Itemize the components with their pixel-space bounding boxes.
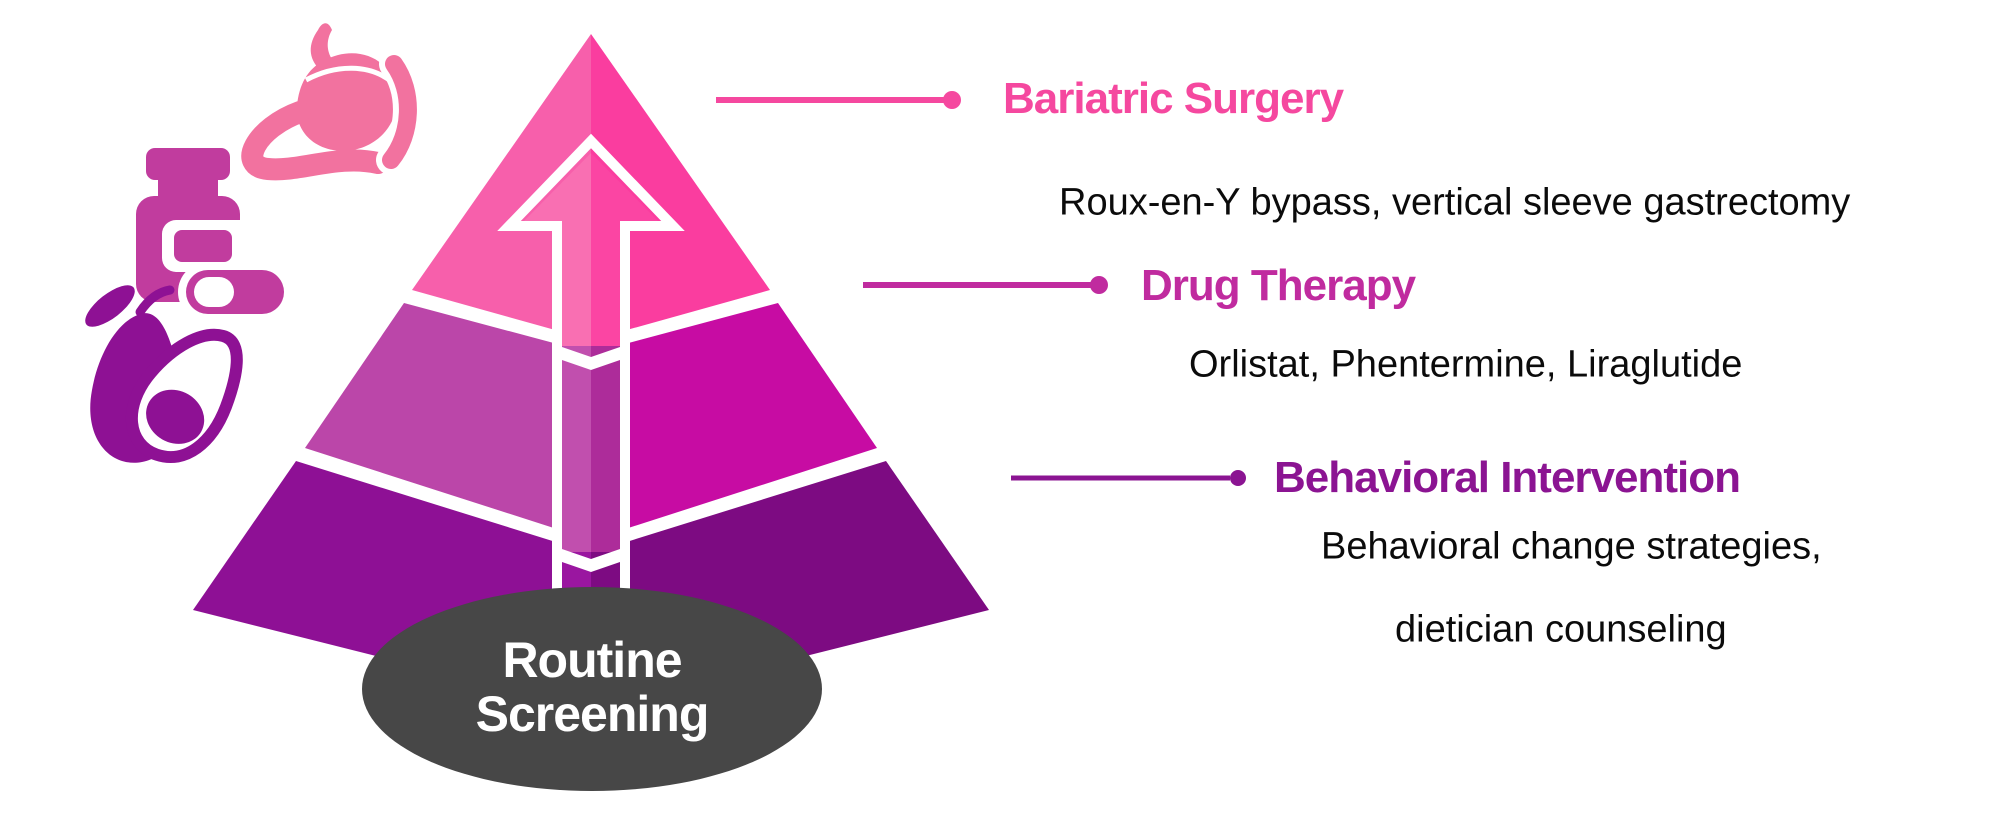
callout-desc-bariatric-surgery: Roux-en-Y bypass, vertical sleeve gastre… xyxy=(1059,181,1851,224)
routine-screening-line1: Routine xyxy=(502,632,682,688)
callout-line-bariatric xyxy=(716,91,961,109)
bottle-cap xyxy=(146,148,230,180)
tier-top-left-face xyxy=(412,34,591,340)
avocado-half xyxy=(125,328,243,464)
callout-line-drug-therapy xyxy=(863,276,1108,294)
pill-bottle-icon xyxy=(136,148,292,322)
avocado-stem xyxy=(135,285,175,317)
avocado-pit xyxy=(146,389,205,444)
bottle-neck xyxy=(158,178,218,198)
routine-screening-line2: Screening xyxy=(475,686,710,742)
routine-screening-label: Routine Screening xyxy=(362,633,822,741)
bottle-label xyxy=(174,230,232,262)
avocado-icon xyxy=(85,285,243,464)
stomach-bypass-limb xyxy=(382,55,417,169)
callout-title-behavioral-intervention: Behavioral Intervention xyxy=(1274,453,1741,502)
connector-dot xyxy=(1230,470,1246,486)
tier-drug-therapy xyxy=(305,303,877,540)
tier-bariatric-surgery xyxy=(412,34,770,340)
callout-desc-behavioral-line2: dietician counseling xyxy=(1395,608,1727,651)
up-arrow-icon xyxy=(497,133,685,648)
avocado-leaf xyxy=(85,285,135,327)
stomach-icon xyxy=(241,23,423,181)
callout-title-bariatric-surgery: Bariatric Surgery xyxy=(1003,74,1344,123)
tier-top-right-face xyxy=(591,34,770,340)
stomach-body xyxy=(296,53,398,151)
arrow-fill-mid-right xyxy=(591,346,620,560)
stomach-esophagus xyxy=(310,23,334,70)
callout-desc-drug-therapy: Orlistat, Phentermine, Liraglutide xyxy=(1189,343,1743,386)
arrow-fill-mid-left xyxy=(562,346,591,560)
callout-title-drug-therapy: Drug Therapy xyxy=(1141,261,1416,310)
callout-desc-behavioral-line1: Behavioral change strategies, xyxy=(1321,525,1822,568)
stomach-intestine-loop xyxy=(241,101,389,181)
connector-dot xyxy=(1090,276,1108,294)
routine-screening-ellipse xyxy=(362,587,822,791)
tier-middle-left-face xyxy=(305,303,591,540)
arrow-gap-chevron-1 xyxy=(562,347,620,370)
arrow-gap-chevron-2 xyxy=(562,549,620,572)
connector-dot xyxy=(943,91,961,109)
tier-middle-right-face xyxy=(591,303,877,540)
callout-line-behavioral xyxy=(1011,470,1246,486)
capsule-half xyxy=(194,277,234,307)
